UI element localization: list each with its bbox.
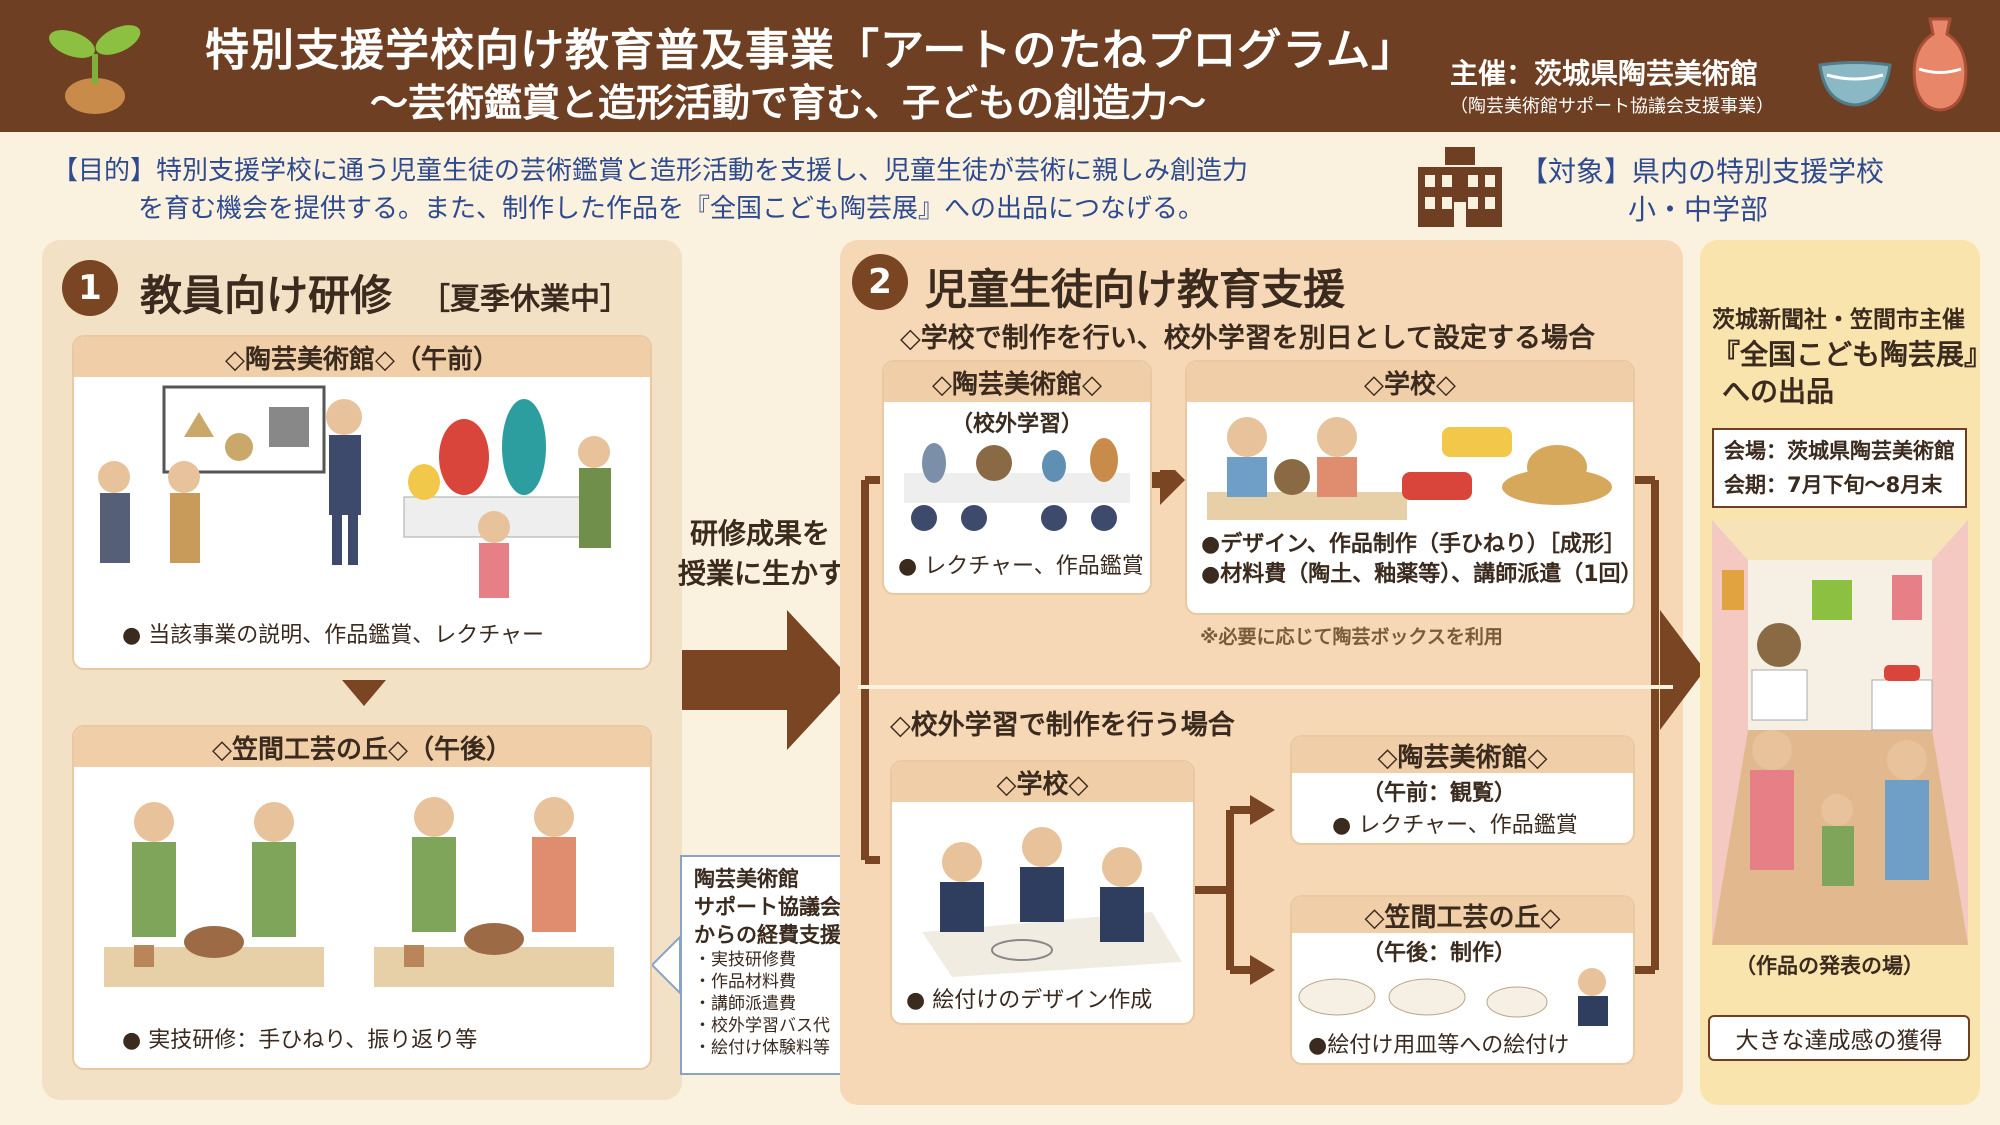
exhibition-line-2: 『全国こども陶芸展』 (1712, 338, 1993, 371)
section-1-period: ［夏季休業中］ (420, 282, 630, 317)
target-line-2: 小・中学部 (1628, 193, 1769, 226)
case-a-school-bullet-1: ●デザイン、作品制作（手ひねり）［成形］ (1201, 532, 1626, 557)
right-arrow-icon (682, 610, 852, 750)
funding-item: ・実技研修費 (694, 950, 796, 970)
header-bar (0, 0, 2000, 132)
down-arrow-icon (342, 680, 386, 706)
design-work-illustration (922, 827, 1182, 977)
case-b-museum-head: ◇陶芸美術館◇ (1292, 737, 1633, 773)
case-a-school-head: ◇学校◇ (1187, 362, 1633, 402)
funding-box: 陶芸美術館 サポート協議会 からの経費支援 ・実技研修費 ・作品材料費 ・講師派… (680, 855, 860, 1075)
exhibit-arrow-icon (1660, 610, 1705, 730)
case-a-label: ◇学校で制作を行い、校外学習を別日として設定する場合 (900, 323, 1595, 354)
case-b-hill-sub: （午後：制作） (1362, 941, 1517, 966)
museum-visit-illustration (904, 438, 1130, 531)
school-building-icon (1418, 147, 1502, 227)
case-b-school-bullet: ● 絵付けのデザイン作成 (906, 988, 1153, 1013)
funding-item: ・講師派遣費 (694, 994, 796, 1014)
case-b-museum-bullet: ● レクチャー、作品鑑賞 (1332, 813, 1578, 838)
plate-painting-illustration (1298, 968, 1608, 1026)
case-b-school-head: ◇学校◇ (892, 762, 1193, 802)
period-label: 会期：7月下旬～8月末 (1724, 473, 1943, 497)
funding-line-1: 陶芸美術館 (694, 867, 799, 891)
case-a-museum-bullet: ● レクチャー、作品鑑賞 (898, 554, 1144, 579)
case-a-school-box: ◇学校◇ ●デザイン、作品制作（手ひねり）［成形］ ●材料費（陶土、釉薬等）、講… (1185, 360, 1635, 615)
exhibition-line-3: への出品 (1722, 375, 1835, 408)
result-box: 大きな達成感の獲得 (1708, 1015, 1970, 1061)
section-2-number: 2 (852, 254, 908, 310)
organizer-label: 主催：茨城県陶芸美術館 (1450, 57, 1759, 90)
exhibition-caption: （作品の発表の場） (1735, 954, 1924, 978)
museum-morning-head: ◇陶芸美術館◇（午前） (74, 337, 650, 377)
case-b-museum-sub: （午前：観覧） (1362, 781, 1517, 806)
venue-box: 会場：茨城県陶芸美術館 会期：7月下旬～8月末 (1712, 428, 1967, 508)
section-1-number: 1 (62, 260, 118, 316)
case-a-museum-box: ◇陶芸美術館◇ （校外学習） ● レクチャー、作品鑑賞 (882, 360, 1152, 595)
case-a-note: ※必要に応じて陶芸ボックスを利用 (1200, 626, 1503, 648)
lecture-illustration (98, 385, 611, 598)
section-2-title: 児童生徒向け教育支援 (925, 265, 1346, 314)
case-divider (858, 685, 1673, 689)
funding-item: ・校外学習バス代 (694, 1016, 830, 1036)
case-a-museum-head: ◇陶芸美術館◇ (884, 362, 1150, 402)
exhibition-line-1: 茨城新聞社・笠間市主催 (1712, 307, 1965, 333)
bridge-line-2: 授業に生かす (678, 557, 847, 590)
funding-line-3: からの経費支援 (694, 923, 841, 947)
case-b-hill-box: ◇笠間工芸の丘◇ （午後：制作） ●絵付け用皿等への絵付け (1290, 895, 1635, 1065)
vase-icon (1912, 17, 1968, 112)
kasama-afternoon-box: ◇笠間工芸の丘◇（午後） ● 実技研修：手ひねり、振り返り等 (72, 725, 652, 1070)
funding-item: ・作品材料費 (694, 972, 796, 992)
page-subtitle: ～芸術鑑賞と造形活動で育む、子どもの創造力～ (370, 81, 1207, 125)
sprout-icon (49, 25, 141, 114)
organizer-sub-label: （陶芸美術館サポート協議会支援事業） (1450, 96, 1774, 117)
pottery-workshop-illustration (104, 797, 614, 987)
funding-line-2: サポート協議会 (694, 895, 841, 919)
venue-label: 会場：茨城県陶芸美術館 (1724, 439, 1955, 463)
bowl-icon (1818, 61, 1892, 107)
case-b-hill-head: ◇笠間工芸の丘◇ (1292, 897, 1633, 933)
exhibition-hall-illustration (1712, 520, 1968, 945)
kasama-afternoon-head: ◇笠間工芸の丘◇（午後） (74, 727, 650, 767)
kasama-afternoon-bullet: ● 実技研修：手ひねり、振り返り等 (122, 1028, 478, 1053)
bridge-line-1: 研修成果を (690, 517, 831, 550)
museum-morning-box: ◇陶芸美術館◇（午前） ● 当該事業の説明、作品鑑賞、レクチャー (72, 335, 652, 670)
flow-connectors (861, 470, 1659, 985)
target-line-1: 【対象】県内の特別支援学校 (1520, 155, 1885, 188)
museum-morning-bullet: ● 当該事業の説明、作品鑑賞、レクチャー (122, 623, 544, 648)
classroom-making-illustration (1207, 417, 1612, 520)
case-b-museum-box: ◇陶芸美術館◇ （午前：観覧） ● レクチャー、作品鑑賞 (1290, 735, 1635, 845)
case-b-school-box: ◇学校◇ ● 絵付けのデザイン作成 (890, 760, 1195, 1025)
funding-item: ・絵付け体験料等 (694, 1038, 830, 1058)
section-1-title: 教員向け研修 (140, 271, 393, 320)
case-b-label: ◇校外学習で制作を行う場合 (890, 710, 1235, 741)
case-b-hill-bullet: ●絵付け用皿等への絵付け (1308, 1033, 1570, 1058)
case-a-museum-sub: （校外学習） (950, 412, 1083, 437)
case-a-school-bullet-2: ●材料費（陶土、釉薬等）、講師派遣（1回） (1201, 562, 1635, 587)
purpose-line-1: 【目的】特別支援学校に通う児童生徒の芸術鑑賞と造形活動を支援し、児童生徒が芸術に… (52, 156, 1249, 186)
purpose-line-2: を育む機会を提供する。また、制作した作品を『全国こども陶芸展』への出品につなげる… (138, 194, 1205, 224)
page-title: 特別支援学校向け教育普及事業「アートのたねプログラム」 (205, 25, 1417, 76)
